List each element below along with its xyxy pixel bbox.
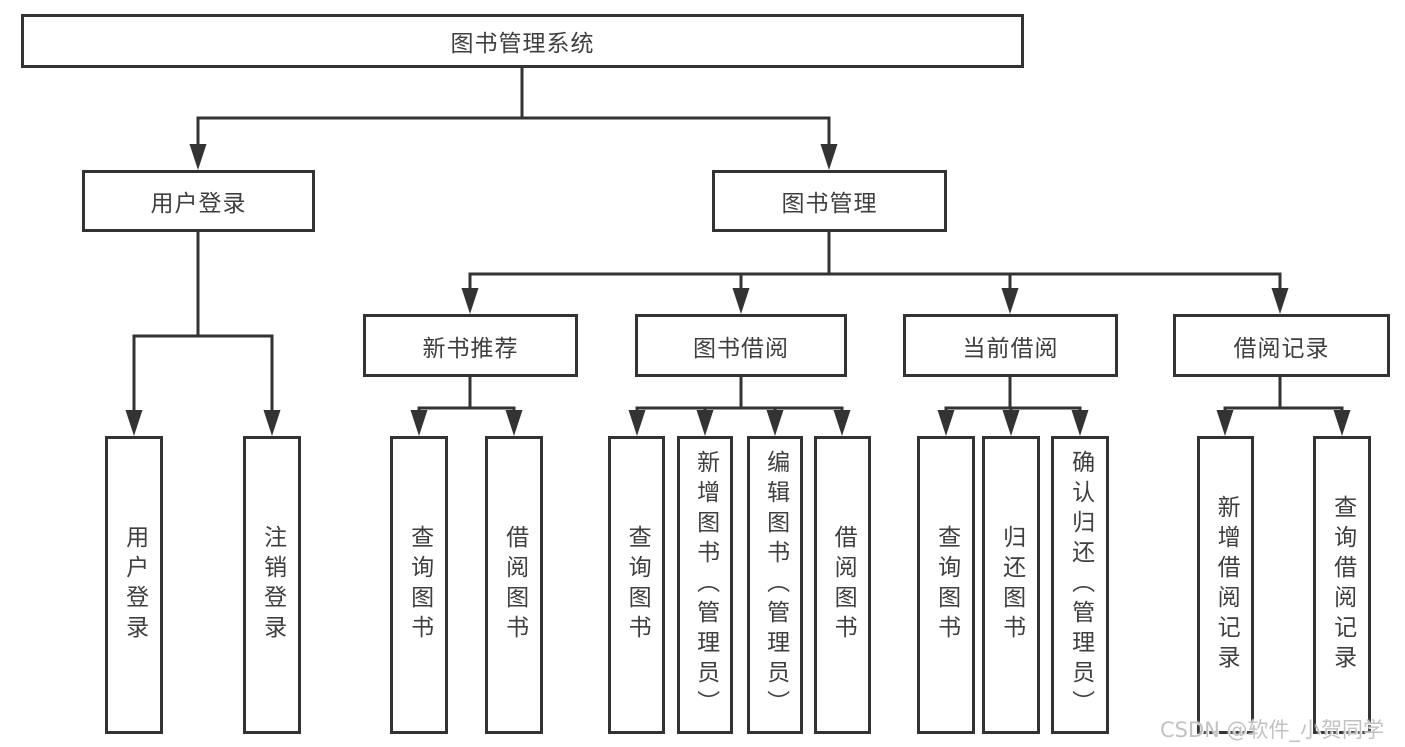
node-leaf-borrow-books-borrowing: 借阅图书 [814,436,871,734]
node-user-login-label: 用户登录 [150,191,247,217]
node-leaf-logout-label: 注销登录 [259,525,286,645]
node-leaf-confirm-return-admin: 确认归还（管理员） [1051,436,1109,734]
node-leaf-query-books-borrowing: 查询图书 [608,436,665,734]
node-user-login: 用户登录 [82,170,315,232]
node-current-borrowing: 当前借阅 [903,314,1118,377]
node-leaf-user-login-label: 用户登录 [121,525,148,645]
arrowheads [125,144,1351,436]
node-leaf-user-login: 用户登录 [105,436,163,734]
node-root-label: 图书管理系统 [450,31,595,57]
node-leaf-query-borrow-record-label: 查询借阅记录 [1329,495,1356,675]
node-leaf-query-borrow-record: 查询借阅记录 [1313,436,1371,734]
node-borrowing-records: 借阅记录 [1173,314,1390,377]
csdn-watermark: CSDN @软件_小贺同学 [1160,718,1385,742]
node-borrowing-records-label: 借阅记录 [1233,335,1330,362]
node-leaf-query-books-current-label: 查询图书 [933,525,960,645]
node-book-management: 图书管理 [712,170,947,232]
node-leaf-add-borrow-record: 新增借阅记录 [1197,436,1254,734]
node-book-management-label: 图书管理 [781,191,878,217]
node-leaf-edit-books-admin-label: 编辑图书（管理员） [762,450,789,720]
node-new-book-recommend-label: 新书推荐 [422,335,519,362]
node-book-borrowing: 图书借阅 [635,314,847,377]
node-root-library-system: 图书管理系统 [21,14,1024,68]
node-current-borrowing-label: 当前借阅 [962,335,1059,362]
node-leaf-query-books-recommend: 查询图书 [390,436,448,734]
node-leaf-add-borrow-record-label: 新增借阅记录 [1213,495,1240,675]
node-leaf-query-books-borrowing-label: 查询图书 [624,525,651,645]
node-leaf-add-books-admin: 新增图书（管理员） [677,436,733,734]
node-leaf-borrow-books-recommend-label: 借阅图书 [501,525,528,645]
node-leaf-logout: 注销登录 [243,436,301,734]
node-leaf-return-books: 归还图书 [982,436,1040,734]
node-leaf-add-books-admin-label: 新增图书（管理员） [692,450,719,720]
node-leaf-borrow-books-borrowing-label: 借阅图书 [830,525,857,645]
node-new-book-recommend: 新书推荐 [363,314,578,377]
node-leaf-borrow-books-recommend: 借阅图书 [485,436,543,734]
node-book-borrowing-label: 图书借阅 [693,335,789,362]
node-leaf-return-books-label: 归还图书 [998,525,1025,645]
node-leaf-confirm-return-admin-label: 确认归还（管理员） [1067,450,1094,720]
node-leaf-query-books-current: 查询图书 [917,436,975,734]
node-leaf-edit-books-admin: 编辑图书（管理员） [747,436,803,734]
node-leaf-query-books-recommend-label: 查询图书 [406,525,433,645]
